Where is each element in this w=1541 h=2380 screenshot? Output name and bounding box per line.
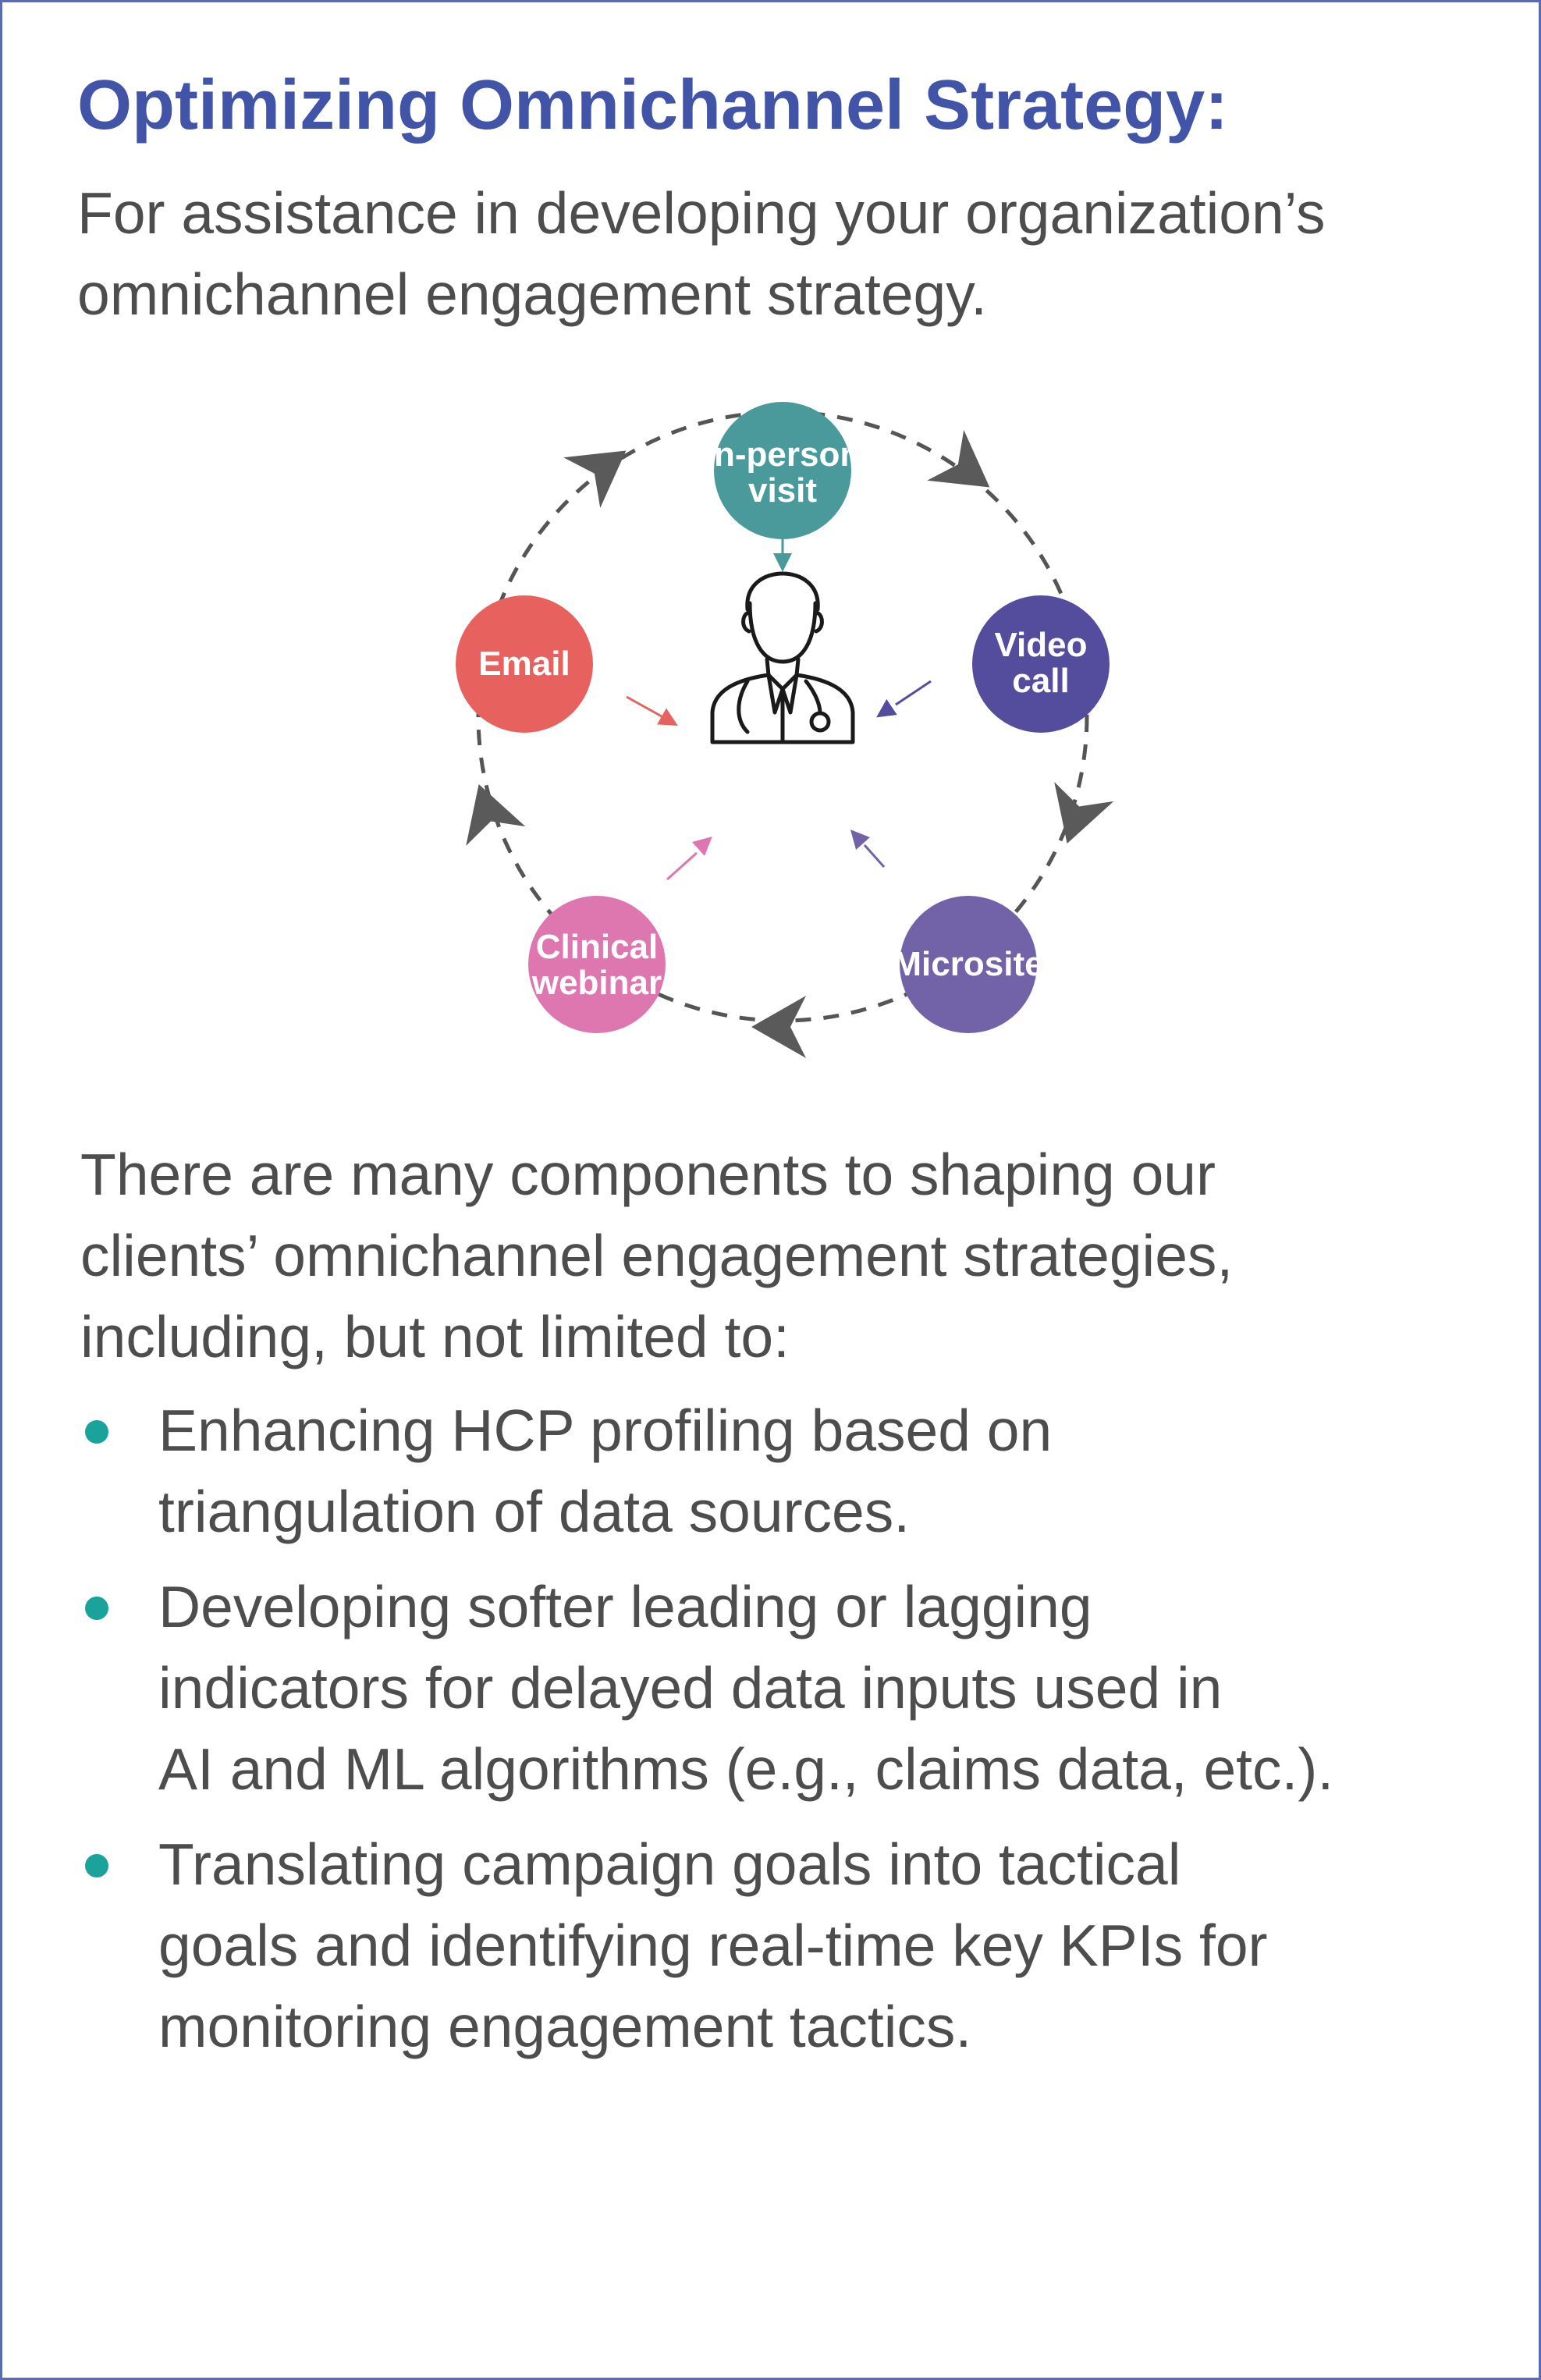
node-label: Microsite [893, 945, 1043, 983]
node-microsite: Microsite [893, 896, 1044, 1033]
node-video-call: Video call [972, 595, 1110, 733]
connector-line [666, 851, 698, 881]
list-item: Developing softer leading or lagging ind… [80, 1566, 1516, 1810]
arrowhead-icon [850, 829, 870, 851]
connector-line [626, 695, 662, 718]
bullet-icon [85, 1854, 108, 1877]
node-circle [900, 896, 1037, 1033]
connector-line [895, 680, 932, 706]
node-label: visit [748, 471, 817, 510]
bullet-line: monitoring engagement tactics. [158, 1994, 972, 2059]
list-item: Translating campaign goals into tactical… [80, 1824, 1516, 2067]
node-circle [972, 595, 1110, 733]
node-label: call [1012, 662, 1069, 700]
intro-line: omnichannel engagement strategy. [77, 261, 988, 327]
node-label: Clinical [536, 928, 659, 966]
node-label: In-person [705, 435, 861, 474]
node-email: Email [456, 595, 593, 733]
bullet-line: Developing softer leading or lagging [158, 1574, 1092, 1639]
arrowhead-icon [657, 708, 678, 726]
cycle-arrow-icon [927, 430, 990, 488]
body-line: including, but not limited to: [80, 1304, 790, 1369]
cycle-arrow-icon [466, 783, 526, 846]
intro-paragraph: For assistance in developing your organi… [77, 172, 1513, 335]
cycle-arrow-icon [563, 450, 627, 508]
intro-line: For assistance in developing your organi… [77, 180, 1326, 246]
bullet-icon [85, 1597, 108, 1620]
connector-arrows [626, 521, 932, 881]
cycle-arrow-icon [751, 996, 806, 1058]
node-circle [714, 402, 851, 539]
node-label: Email [478, 645, 570, 683]
bullet-line: triangulation of data sources. [158, 1479, 911, 1544]
bullet-line: goals and identifying real-time key KPIs… [158, 1913, 1268, 1978]
cycle-arrows [466, 430, 1114, 1058]
cycle-arrow-icon [1054, 782, 1114, 844]
body-line: There are many components to shaping our [80, 1142, 1216, 1207]
node-clinical-webinar: Clinical webinar [528, 896, 666, 1033]
doctor-icon [710, 571, 855, 744]
node-label: webinar [531, 964, 662, 1002]
list-item: Enhancing HCP profiling based on triangu… [80, 1390, 1516, 1552]
arrowhead-icon [773, 553, 792, 572]
bullet-line: Enhancing HCP profiling based on [158, 1398, 1053, 1463]
node-in-person-visit: In-person visit [705, 402, 861, 539]
omnichannel-cycle-diagram: In-person visit Video call Microsite Cli… [456, 402, 1114, 1058]
bullet-line: indicators for delayed data inputs used … [158, 1655, 1223, 1721]
connector-line [863, 844, 886, 868]
arrowhead-icon [691, 836, 712, 856]
node-circle [456, 595, 593, 733]
body-paragraph: There are many components to shaping our… [80, 1134, 1524, 1377]
page-title: Optimizing Omnichannel Strategy: [77, 66, 1229, 144]
body-line: clients’ omnichannel engagement strategi… [80, 1223, 1234, 1288]
node-circle [528, 896, 666, 1033]
node-label: Video [994, 626, 1087, 664]
bullet-line: Translating campaign goals into tactical [158, 1831, 1181, 1897]
bullet-icon [85, 1420, 108, 1444]
arrowhead-icon [876, 699, 897, 718]
bullet-line: AI and ML algorithms (e.g., claims data,… [158, 1736, 1334, 1802]
bullet-list: Enhancing HCP profiling based on triangu… [80, 1390, 1516, 2081]
